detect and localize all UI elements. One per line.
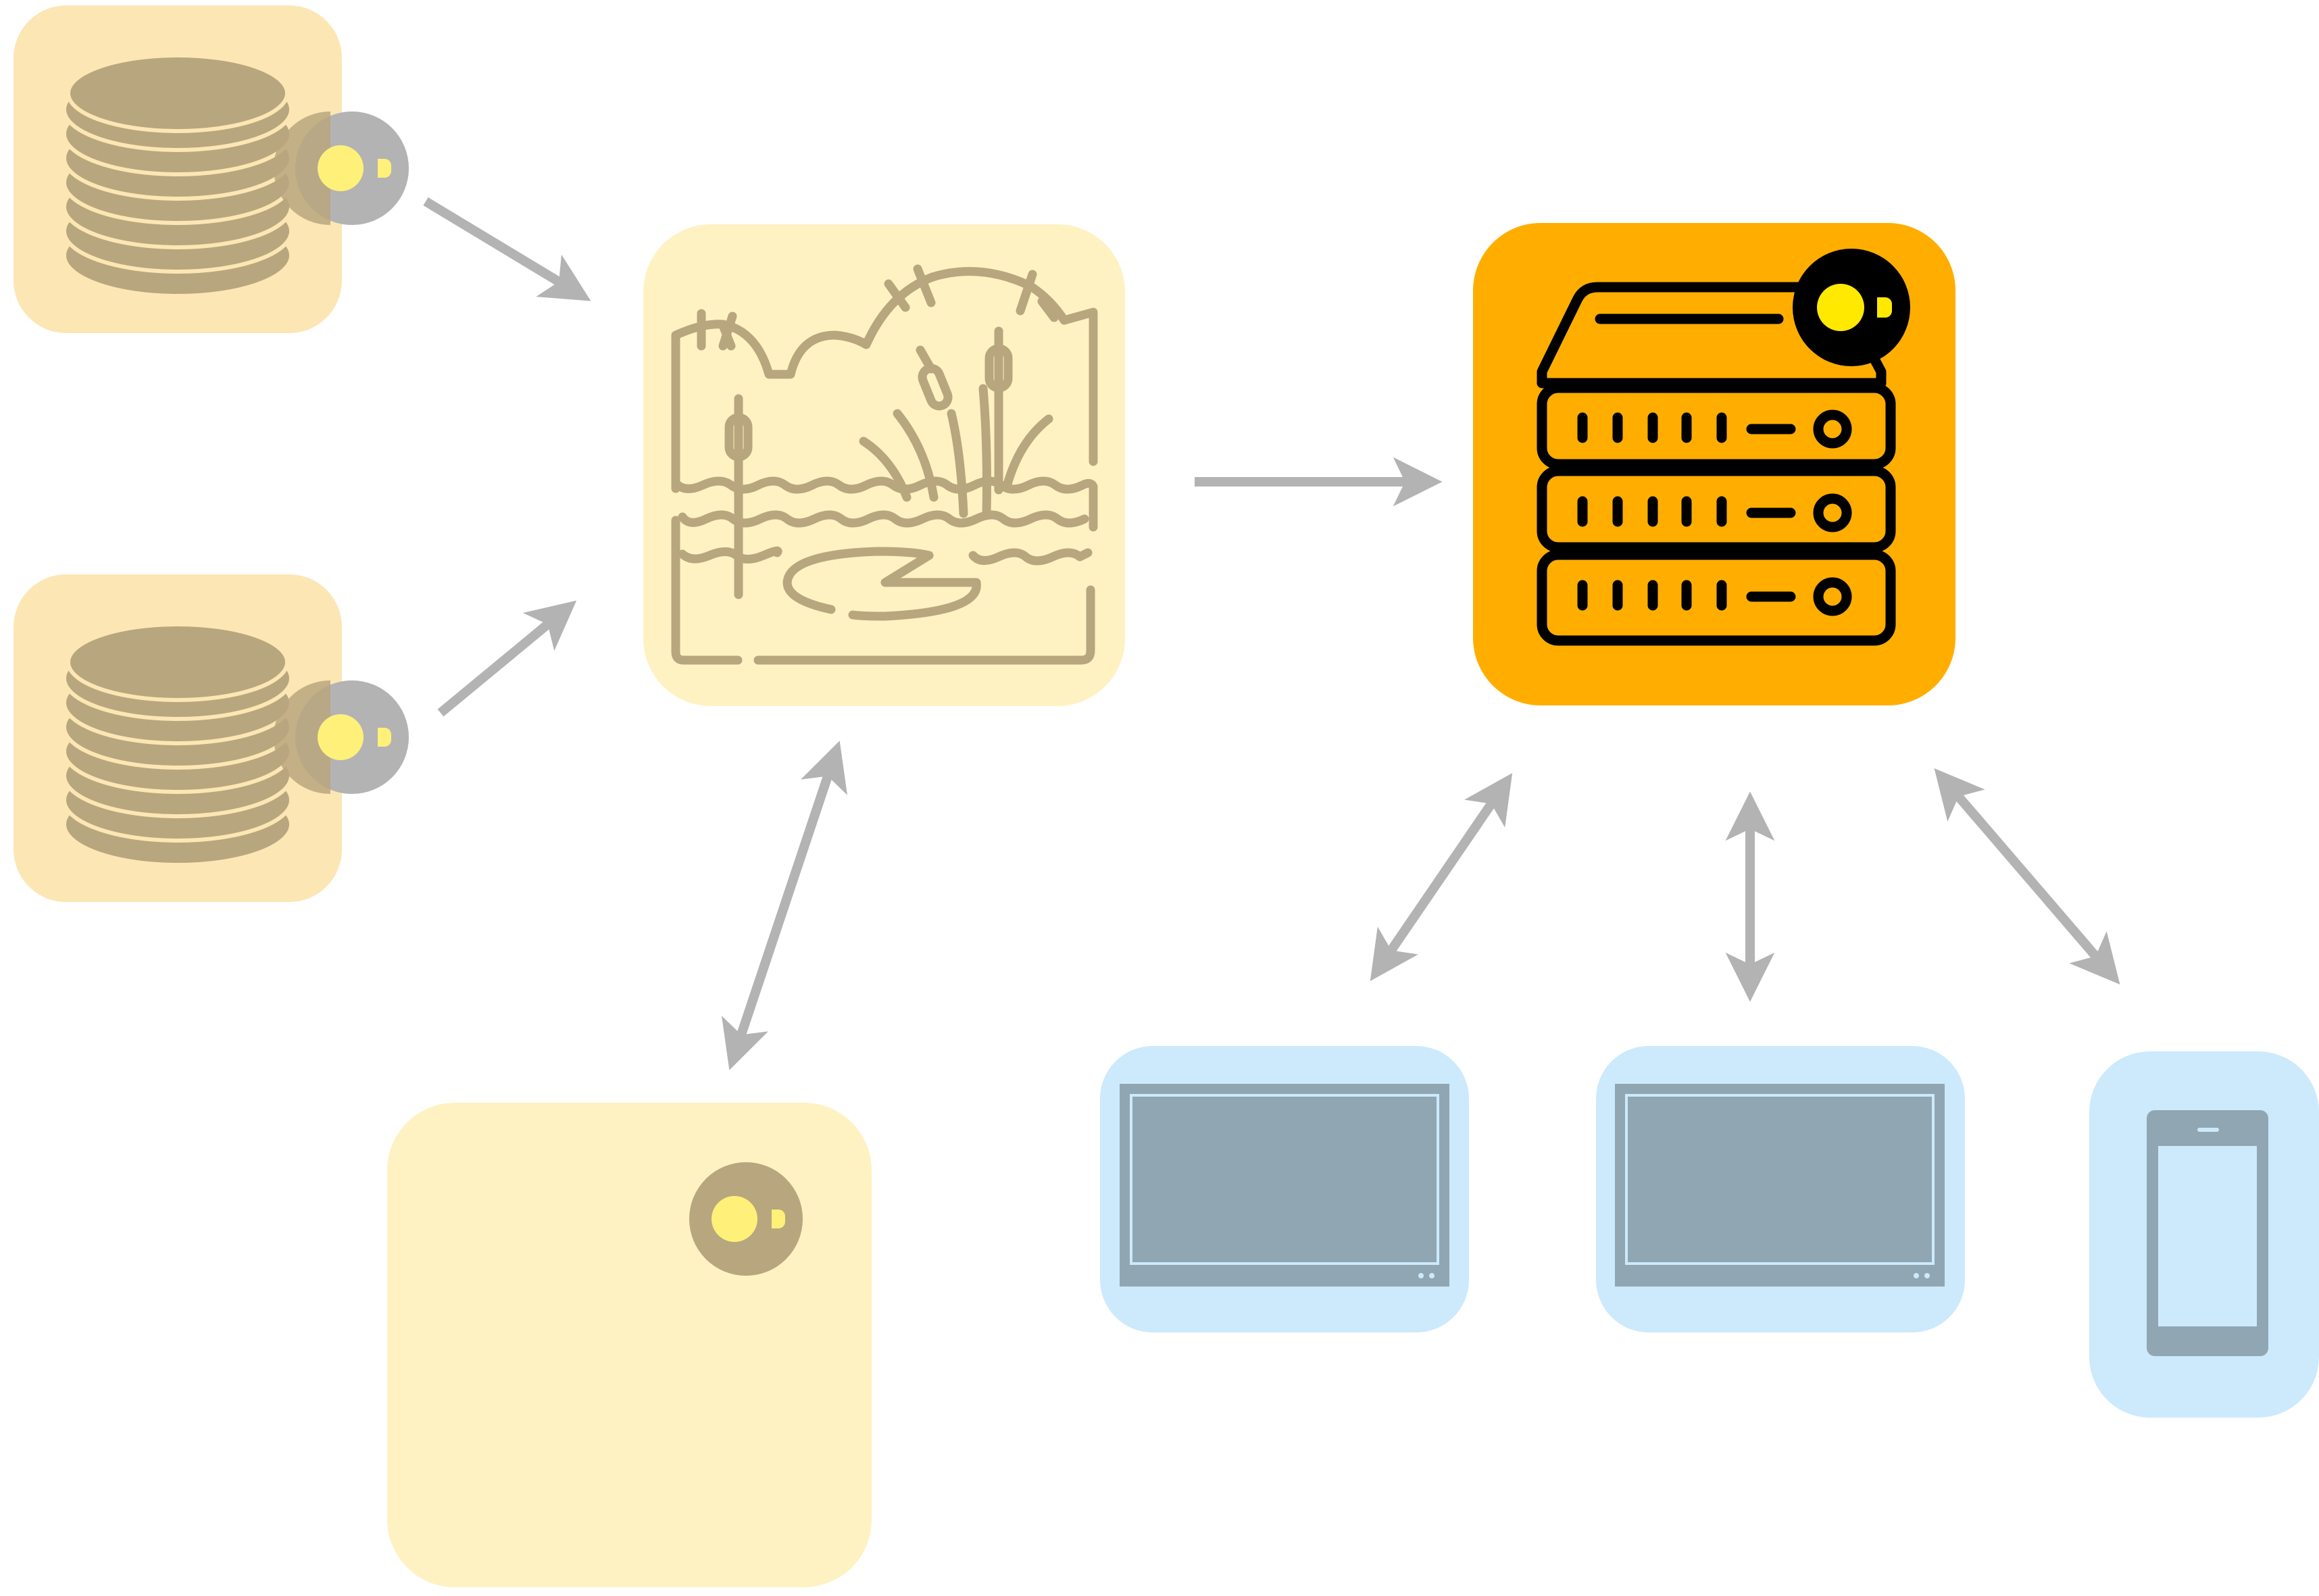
arrow-lake-panel bbox=[721, 741, 848, 1070]
panel-tile bbox=[387, 1103, 872, 1587]
toggle-badge-icon bbox=[1793, 249, 1910, 366]
phone bbox=[2089, 1051, 2319, 1418]
connectors bbox=[423, 197, 2120, 1070]
arrow-server-phone bbox=[1934, 768, 2120, 985]
monitor-icon bbox=[1120, 1084, 1449, 1287]
database-stack-icon bbox=[62, 622, 293, 867]
database-source-1 bbox=[14, 5, 409, 333]
server bbox=[1473, 223, 1955, 705]
lake-landscape-icon bbox=[671, 264, 1098, 665]
database-source-2 bbox=[14, 574, 409, 902]
database-stack-icon bbox=[62, 53, 293, 298]
toggle-badge-icon bbox=[689, 1162, 803, 1276]
smartphone-icon bbox=[2147, 1110, 2268, 1356]
arrow-db1-to-lake bbox=[423, 197, 591, 301]
monitor-1 bbox=[1100, 1046, 1469, 1332]
arrow-server-monitor-1 bbox=[1370, 772, 1513, 982]
monitor-2 bbox=[1596, 1046, 1965, 1332]
toggle-badge-icon bbox=[274, 680, 409, 794]
blank-panel bbox=[387, 1103, 872, 1587]
arrow-db2-to-lake bbox=[437, 600, 577, 717]
toggle-badge-icon bbox=[274, 111, 409, 225]
monitor-icon bbox=[1615, 1084, 1945, 1287]
data-lake bbox=[643, 224, 1125, 706]
